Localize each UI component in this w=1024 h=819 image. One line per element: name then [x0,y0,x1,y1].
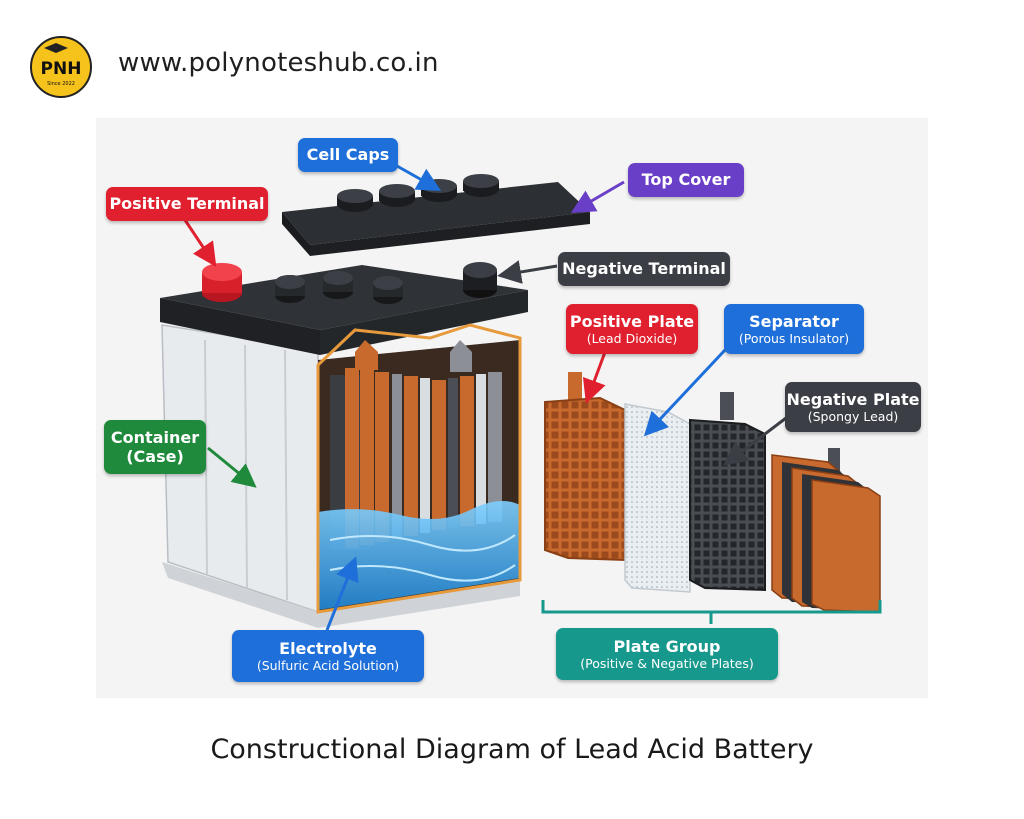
label-cell-caps: Cell Caps [298,138,398,172]
label-electrolyte: Electrolyte (Sulfuric Acid Solution) [232,630,424,682]
stacked-plates [771,448,881,613]
arrow-electrolyte [325,556,359,631]
label-top-cover: Top Cover [628,163,744,197]
diagram-caption: Constructional Diagram of Lead Acid Batt… [210,734,814,765]
arrow-cell-caps [396,164,442,191]
arrow-positive-plate [582,351,607,404]
arrow-positive-terminal [183,219,217,267]
arrow-negative-plate [723,416,787,466]
logo-subtext: Since 2022 [47,81,75,87]
label-negative-plate: Negative Plate (Spongy Lead) [785,382,921,432]
arrow-container [207,446,257,488]
pnh-logo: PNH Since 2022 [30,36,92,98]
electrolyte [318,501,520,610]
arrow-separator [643,348,727,437]
internal-plates [330,340,502,550]
positive-plate [544,372,626,562]
label-container: Container (Case) [104,420,206,474]
negative-plate [689,392,766,592]
label-positive-plate: Positive Plate (Lead Dioxide) [566,304,698,354]
plate-group-bracket [541,600,882,624]
arrow-top-cover [570,180,625,214]
label-positive-terminal: Positive Terminal [106,187,268,221]
lid-caps [275,271,403,304]
negative-terminal [463,262,497,298]
logo-text: PNH [41,59,82,79]
arrow-negative-terminal [497,260,558,284]
separator [624,403,691,593]
header: PNH Since 2022 www.polynotes­hub.co.in [30,36,530,98]
label-negative-terminal: Negative Terminal [558,252,730,286]
top-cover [282,174,590,256]
label-separator: Separator (Porous Insulator) [724,304,864,354]
website-url[interactable]: www.polynotes­hub.co.in [118,48,439,78]
label-plate-group: Plate Group (Positive & Negative Plates) [556,628,778,680]
positive-terminal [202,263,242,302]
